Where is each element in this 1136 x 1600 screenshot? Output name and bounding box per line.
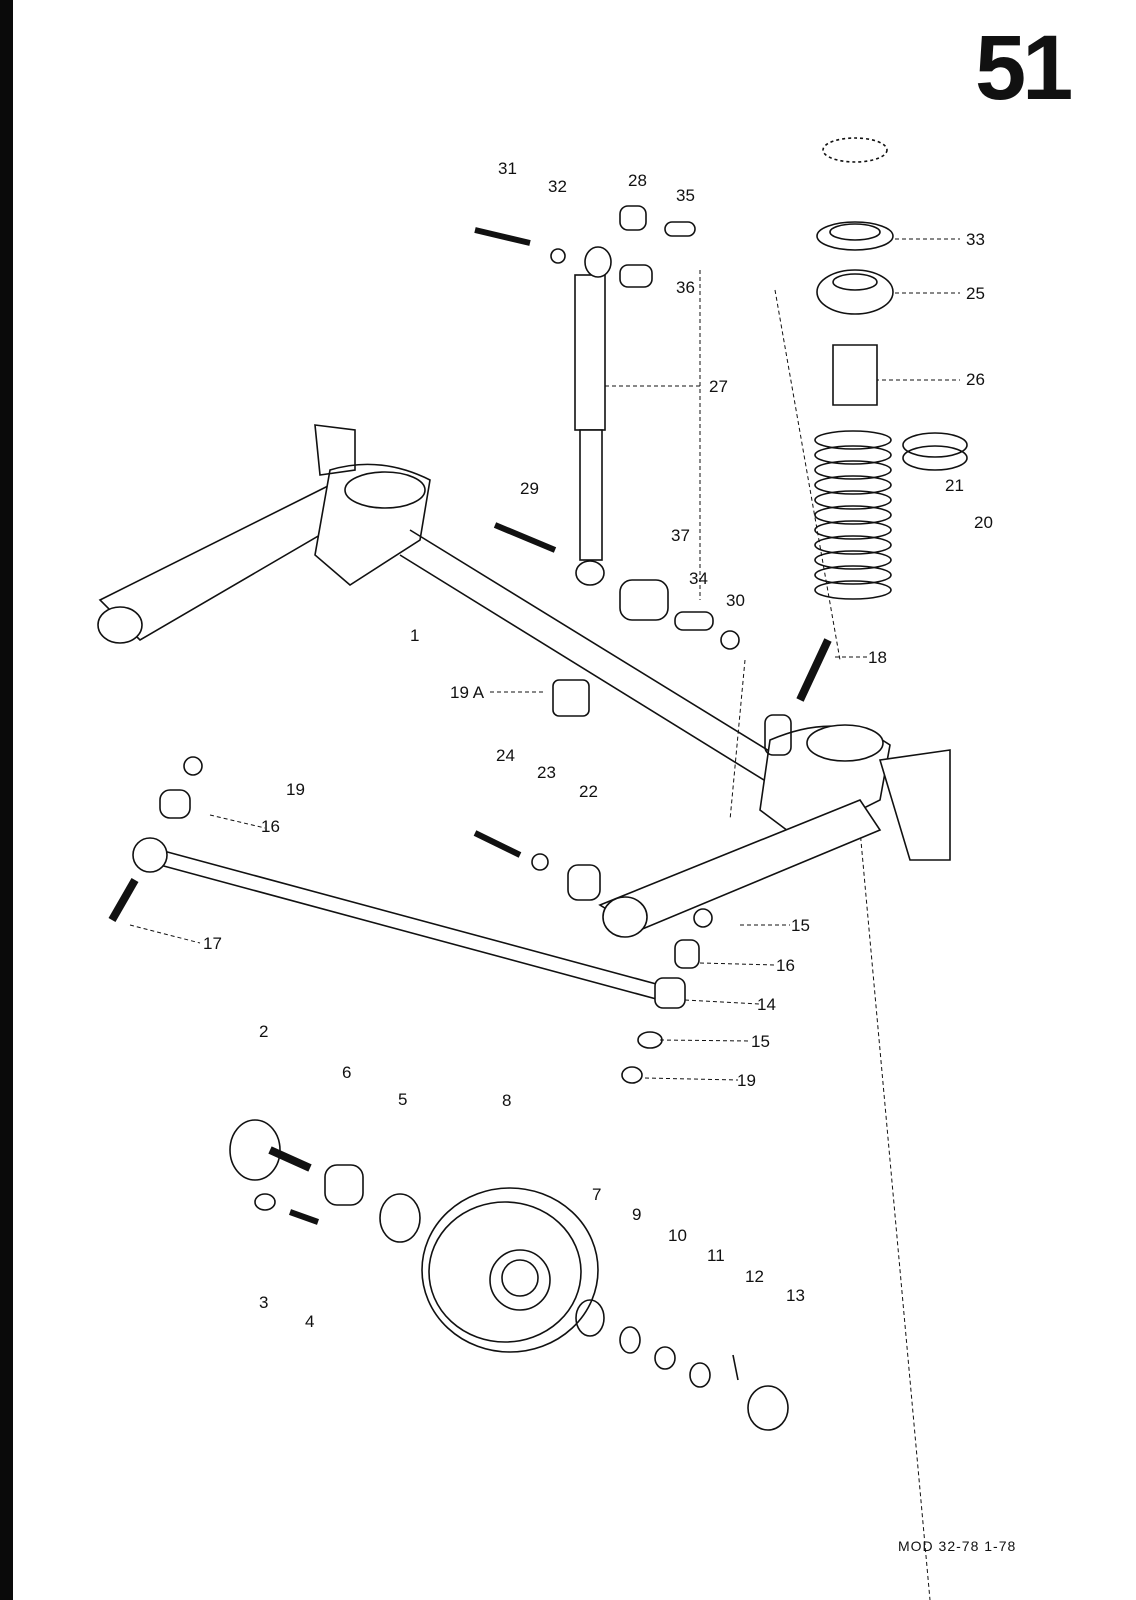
callout-11: 11 [707,1246,725,1265]
callout-34: 34 [689,569,708,588]
callout-6: 6 [342,1063,352,1082]
callout-25: 25 [966,284,985,303]
callout-3: 3 [259,1293,269,1312]
callout-33: 33 [966,230,985,249]
callout-27: 27 [709,377,728,396]
callout-15: 15 [791,916,810,935]
callout-24: 24 [496,746,515,765]
callout-30: 30 [726,591,745,610]
page-number: 51 [975,17,1073,119]
panhard-rod [108,756,713,1084]
callout-22: 22 [579,782,598,801]
callout-19: 19 [286,780,305,799]
small-parts-upper [474,205,832,756]
spring-and-mounts [814,137,968,600]
callout-23: 23 [537,763,556,782]
callout-28: 28 [628,171,647,190]
callout-16: 16 [261,817,280,836]
callout-10: 10 [668,1226,687,1245]
callout-36: 36 [676,278,695,297]
callout-17: 17 [203,934,222,953]
callout-8: 8 [502,1091,512,1110]
callout-16-right: 16 [776,956,795,975]
callout-32: 32 [548,177,567,196]
footer-model-code: MOD 32-78 1-78 [898,1538,1017,1554]
brake-drum-and-hub [229,1119,789,1431]
scan-binding-edge [0,0,13,1600]
callout-37: 37 [671,526,690,545]
callout-15-lower: 15 [751,1032,770,1051]
coil-spring-20 [814,430,892,600]
callout-7: 7 [592,1185,602,1204]
callout-12: 12 [745,1267,764,1286]
callout-20: 20 [974,513,993,532]
callout-14: 14 [757,995,776,1014]
callout-26: 26 [966,370,985,389]
callout-19a: 19 A [450,683,485,702]
callout-5: 5 [398,1090,408,1109]
callout-31: 31 [498,159,517,178]
leader-lines [129,238,960,1600]
axle-beam-1 [97,424,951,938]
callout-35: 35 [676,186,695,205]
callout-4: 4 [305,1312,315,1331]
callout-2: 2 [259,1022,269,1041]
callout-21: 21 [945,476,964,495]
shock-absorber-27 [574,246,612,586]
callout-19-lower: 19 [737,1071,756,1090]
callout-9: 9 [632,1205,642,1224]
callout-18: 18 [868,648,887,667]
callout-1: 1 [410,626,420,645]
callout-13: 13 [786,1286,805,1305]
callout-29: 29 [520,479,539,498]
